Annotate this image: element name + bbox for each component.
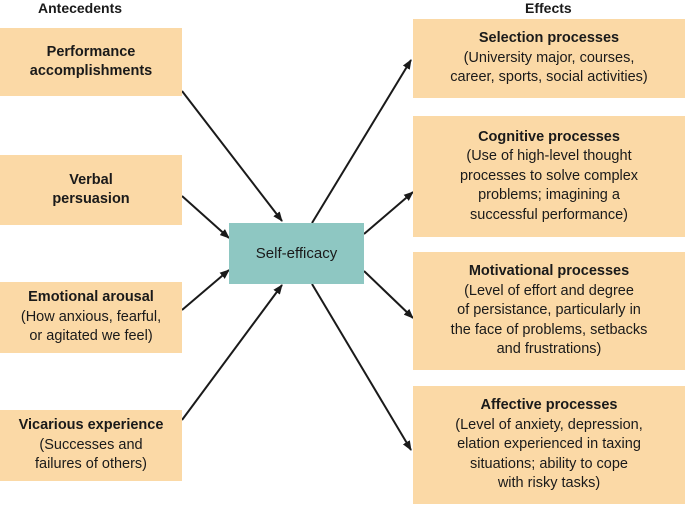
arrow-self-efficacy-to-cognitive [363,191,414,235]
effect-description: (Level of effort and degree of persistan… [450,282,648,358]
antecedent-description: (Successes and failures of others) [34,436,148,473]
arrow-performance-to-self-efficacy [181,90,283,222]
antecedent-title: Verbal persuasion [52,171,130,208]
effect-affective-processes: Affective processes (Level of anxiety, d… [413,386,685,504]
antecedents-heading: Antecedents [38,0,123,16]
antecedent-title: Vicarious experience [18,417,164,434]
self-efficacy-label: Self-efficacy [255,245,338,262]
antecedent-verbal-persuasion: Verbal persuasion [0,155,182,225]
antecedent-performance-accomplishments: Performance accomplishments [0,28,182,96]
effects-heading: Effects [525,0,572,16]
effect-title: Cognitive processes [478,128,620,145]
arrow-self-efficacy-to-selection [311,59,412,224]
effect-title: Selection processes [478,30,620,47]
antecedent-title: Emotional arousal [28,289,154,306]
effect-selection-processes: Selection processes (University major, c… [413,19,685,98]
effect-title: Affective processes [480,397,618,414]
effect-description: (Level of anxiety, depression, elation e… [455,416,643,492]
arrow-self-efficacy-to-motivational [363,270,414,319]
arrow-vicarious-to-self-efficacy [181,284,283,421]
arrow-self-efficacy-to-affective [311,283,412,451]
arrow-verbal-to-self-efficacy [181,195,230,239]
antecedent-vicarious-experience: Vicarious experience (Successes and fail… [0,410,182,481]
effect-motivational-processes: Motivational processes (Level of effort … [413,252,685,370]
antecedent-title: Performance accomplishments [29,43,153,80]
effect-description: (Use of high-level thought processes to … [459,148,639,223]
effect-cognitive-processes: Cognitive processes (Use of high-level t… [413,116,685,237]
effect-title: Motivational processes [468,263,630,280]
antecedent-emotional-arousal: Emotional arousal (How anxious, fearful,… [0,282,182,353]
antecedent-description: (How anxious, fearful, or agitated we fe… [20,308,162,345]
self-efficacy-node: Self-efficacy [229,223,364,284]
arrow-emotional-to-self-efficacy [181,269,230,311]
effect-description: (University major, courses, career, spor… [450,49,648,86]
